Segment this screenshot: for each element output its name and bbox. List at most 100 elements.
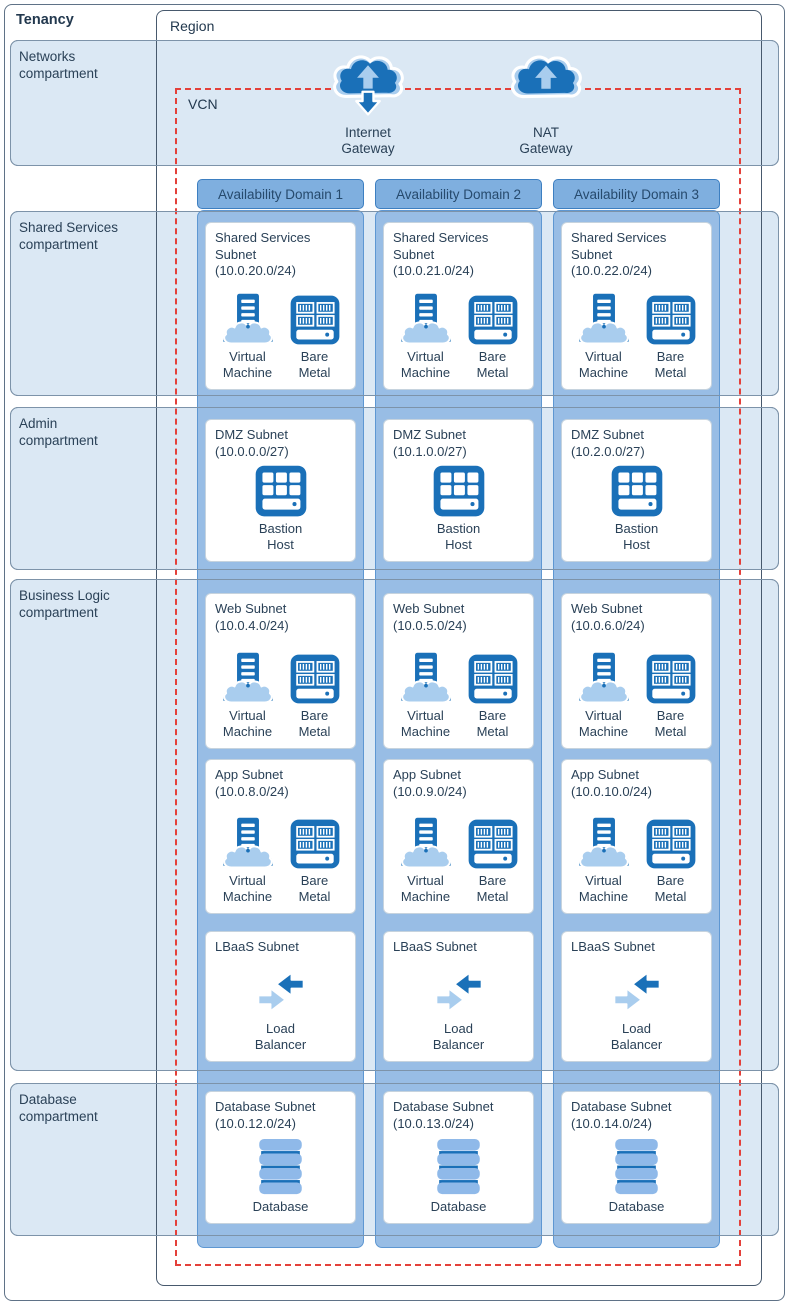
internet-gateway-label-line: Internet bbox=[345, 125, 391, 140]
compartment-label-line: Networks bbox=[19, 49, 76, 64]
nat-gateway-label: NAT Gateway bbox=[519, 125, 572, 157]
virtual-machine-icon bbox=[221, 293, 274, 345]
virtual-machine-icon bbox=[577, 817, 630, 869]
resource-caption-line: Virtual bbox=[407, 349, 444, 364]
resource-caption-line: Machine bbox=[400, 364, 451, 380]
bastion-host-icon bbox=[611, 465, 662, 517]
internet-gateway-label-line: Gateway bbox=[341, 141, 395, 156]
subnet-title-line: (10.0.22.0/24) bbox=[571, 263, 652, 278]
resource-caption-line: Balancer bbox=[432, 1036, 485, 1052]
subnet-title-line: Database Subnet bbox=[215, 1099, 316, 1114]
resource-caption-line: Metal bbox=[654, 723, 687, 739]
subnet-card: Database Subnet(10.0.12.0/24) Database bbox=[205, 1091, 356, 1224]
subnet-title: App Subnet(10.0.8.0/24) bbox=[215, 767, 346, 800]
resource-caption-line: Machine bbox=[400, 723, 451, 739]
resource-caption-line: Metal bbox=[654, 888, 687, 904]
resource-caption-line: Virtual bbox=[407, 708, 444, 723]
resource-caption-line: Virtual bbox=[407, 873, 444, 888]
virtual-machine-icon bbox=[221, 817, 274, 869]
resource-caption-line: Machine bbox=[578, 888, 629, 904]
database-icon bbox=[437, 1138, 480, 1194]
subnet-title-line: (10.0.20.0/24) bbox=[215, 263, 296, 278]
nat-gateway-label-line: Gateway bbox=[519, 141, 573, 156]
compartment-label-line: compartment bbox=[19, 1109, 98, 1124]
internet-gateway-label: Internet Gateway bbox=[341, 125, 394, 157]
subnet-title-line: Web Subnet bbox=[215, 601, 287, 616]
resource-caption: Database bbox=[253, 1199, 309, 1215]
subnet-title-line: Subnet bbox=[571, 246, 613, 262]
subnet-title-line: Web Subnet bbox=[571, 601, 643, 616]
load-balancer-icon bbox=[435, 972, 482, 1012]
subnet-title: DMZ Subnet(10.1.0.0/27) bbox=[393, 427, 524, 460]
subnet-title-line: LBaaS Subnet bbox=[215, 939, 299, 954]
resource-caption-line: Metal bbox=[298, 723, 331, 739]
database-icon bbox=[259, 1138, 302, 1194]
internet-gateway: Internet Gateway bbox=[322, 48, 414, 157]
subnet-title-line: (10.0.14.0/24) bbox=[571, 1115, 652, 1131]
resource-caption-line: Virtual bbox=[585, 708, 622, 723]
resource-caption-line: Load bbox=[266, 1021, 295, 1036]
database-icon bbox=[615, 1138, 658, 1194]
load-balancer-icon bbox=[257, 972, 304, 1012]
resource-caption-line: Load bbox=[444, 1021, 473, 1036]
resource-caption-line: Bare bbox=[656, 873, 685, 888]
resource-caption-line: Metal bbox=[476, 888, 509, 904]
subnet-title: LBaaS Subnet bbox=[393, 939, 524, 956]
bare-metal-icon bbox=[468, 819, 517, 869]
virtual-machine-icon bbox=[399, 817, 452, 869]
subnet-title-line: (10.0.4.0/24) bbox=[215, 617, 289, 633]
subnet-title-line: (10.0.10.0/24) bbox=[571, 783, 652, 799]
compartment-label-line: compartment bbox=[19, 237, 98, 252]
resource-caption-line: Metal bbox=[298, 364, 331, 380]
availability-domain-header-label: Availability Domain 2 bbox=[395, 186, 522, 202]
resource-caption-line: Bare bbox=[656, 349, 685, 364]
resource-caption-line: Host bbox=[623, 536, 650, 552]
subnet-title-line: (10.0.8.0/24) bbox=[215, 783, 289, 799]
bare-metal-icon bbox=[646, 654, 695, 704]
subnet-title: Database Subnet(10.0.13.0/24) bbox=[393, 1099, 524, 1132]
bare-metal-icon bbox=[290, 654, 339, 704]
virtual-machine-icon bbox=[399, 652, 452, 704]
